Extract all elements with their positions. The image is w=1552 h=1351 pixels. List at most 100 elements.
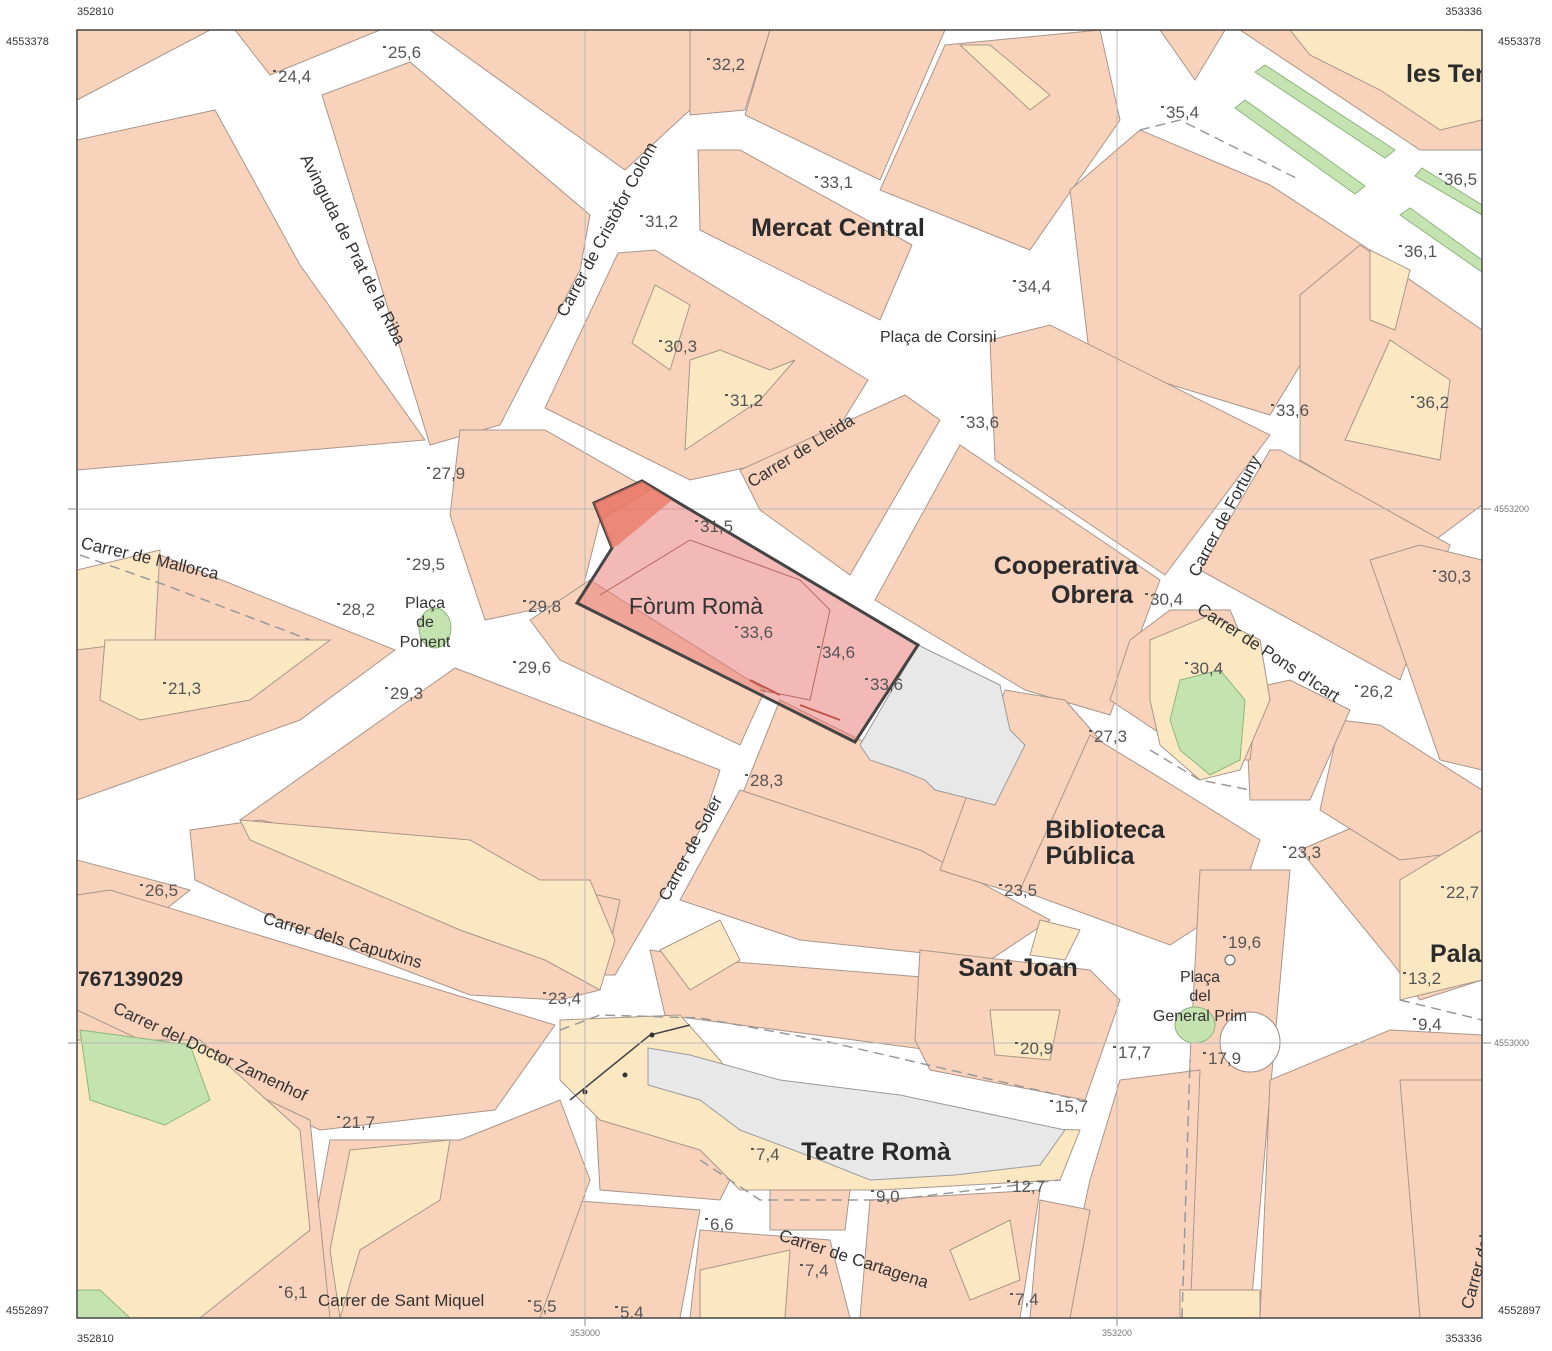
- elevation-points: 25,624,432,235,436,533,131,236,134,430,3…: [140, 43, 1479, 1318]
- elevation-label: 17,9: [1208, 1049, 1241, 1068]
- boundary-line: [1139, 119, 1301, 181]
- elevation-label: 21,7: [342, 1113, 375, 1132]
- dashed-boundaries: [79, 119, 1482, 1318]
- green-strip: [1399, 207, 1482, 273]
- landmark-teatre-roma: Teatre Romà: [801, 1138, 951, 1166]
- elevation-dot: [1433, 570, 1436, 572]
- teatre-roma-area: [647, 1047, 1066, 1181]
- elevation-label: 32,2: [712, 55, 745, 74]
- elevation-label: 7,4: [756, 1145, 780, 1164]
- block: [744, 30, 946, 181]
- block: [1244, 679, 1351, 801]
- courtyard: [989, 1009, 1061, 1061]
- coord-grid-y-1: 4553200: [1494, 504, 1529, 514]
- landmark-cooperativa-line1: Cooperativa: [994, 552, 1140, 580]
- elevation-dot: [751, 1148, 754, 1150]
- elevation-label: 29,6: [518, 658, 551, 677]
- park-ponent: [418, 607, 452, 649]
- elevation-dot: [871, 1190, 874, 1192]
- elevation-label: 30,3: [1438, 567, 1471, 586]
- elevation-label: 29,3: [390, 684, 423, 703]
- elevation-dot: [1441, 886, 1444, 888]
- elevation-dot: [1145, 593, 1148, 595]
- elevation-label: 34,6: [822, 643, 855, 662]
- ruins: [647, 644, 1066, 1181]
- elevation-label: 28,3: [750, 771, 783, 790]
- fountain-icon: [1224, 954, 1236, 966]
- boundary-line: [559, 1014, 1081, 1101]
- elevation-label: 36,1: [1404, 242, 1437, 261]
- elevation-label: 19,6: [1228, 933, 1261, 952]
- elevation-dot: [407, 558, 410, 560]
- elevation-dot: [543, 992, 546, 994]
- elevation-label: 29,8: [528, 597, 561, 616]
- elevation-label: 17,7: [1118, 1043, 1151, 1062]
- landmark-cooperativa-line2: Obrera: [1051, 581, 1134, 609]
- block: [697, 149, 913, 321]
- block: [321, 61, 591, 446]
- elevation-label: 31,2: [645, 212, 678, 231]
- forum-roma-label[interactable]: Fòrum Romà: [629, 593, 763, 619]
- block: [449, 429, 651, 621]
- elevation-dot: [1413, 1018, 1416, 1020]
- coord-grid-x-1: 353000: [570, 1328, 600, 1338]
- boundary-line: [1181, 1059, 1191, 1318]
- elevation-dot: [640, 215, 643, 217]
- courtyard: [659, 919, 741, 991]
- elevation-label: 20,9: [1020, 1039, 1053, 1058]
- elevation-label: 27,9: [432, 464, 465, 483]
- map-body: 25,624,432,235,436,533,131,236,134,430,3…: [77, 30, 1499, 1318]
- elevation-label: 34,4: [1018, 277, 1051, 296]
- coord-left-top-y: 4553378: [6, 36, 49, 48]
- coord-grid-x-2: 353200: [1102, 1328, 1132, 1338]
- elevation-label: 23,4: [548, 989, 581, 1008]
- block: [77, 30, 211, 101]
- path-node: [622, 1072, 628, 1078]
- landmark-palau: Palau: [1430, 940, 1497, 968]
- block: [529, 579, 766, 746]
- elevation-label: 35,4: [1166, 103, 1199, 122]
- elevation-label: 25,6: [388, 43, 421, 62]
- elevation-label: 5,5: [533, 1297, 557, 1316]
- landmark-mercat-central: Mercat Central: [751, 214, 925, 242]
- coord-top-right-x: 353336: [1445, 6, 1482, 18]
- elevation-label: 31,5: [700, 517, 733, 536]
- landmark-les-tere: les Tere: [1406, 60, 1499, 88]
- forum-roma-area[interactable]: [574, 479, 921, 744]
- elevation-dot: [273, 70, 276, 72]
- elevation-dot: [528, 1300, 531, 1302]
- elevation-label: 15,7: [1055, 1097, 1088, 1116]
- block: [739, 394, 941, 576]
- placa-prim-circle: [1219, 1011, 1281, 1073]
- elevation-dot: [735, 626, 738, 628]
- elevation-dot: [337, 1116, 340, 1118]
- elevation-label: 30,4: [1190, 659, 1223, 678]
- landmark-biblioteca-line2: Pública: [1046, 842, 1136, 870]
- elevation-label: 13,2: [1408, 969, 1441, 988]
- grid-lines: [77, 30, 1482, 1318]
- elevation-label: 7,4: [1015, 1290, 1039, 1309]
- elevation-dot: [1399, 245, 1402, 247]
- block: [1319, 719, 1482, 861]
- elevation-dot: [1355, 685, 1358, 687]
- courtyard: [1399, 829, 1482, 1001]
- courtyard: [329, 1139, 451, 1318]
- elevation-label: 21,3: [168, 679, 201, 698]
- placa-prim-line2: del: [1189, 988, 1210, 1005]
- elevation-label: 9,4: [1418, 1015, 1442, 1034]
- elevation-dot: [800, 1264, 803, 1266]
- courtyard: [1369, 249, 1411, 331]
- elevation-dot: [815, 176, 818, 178]
- coord-top-left-x: 352810: [77, 6, 114, 18]
- elevation-dot: [1015, 1042, 1018, 1044]
- elevation-label: 36,2: [1416, 393, 1449, 412]
- park-fortuny: [1169, 669, 1246, 776]
- landmark-sant-joan: Sant Joan: [958, 954, 1077, 982]
- frame-ticks: [68, 508, 1491, 1326]
- block: [879, 30, 1121, 251]
- elevation-dot: [961, 416, 964, 418]
- elevation-label: 33,6: [740, 623, 773, 642]
- elevation-dot: [1283, 846, 1286, 848]
